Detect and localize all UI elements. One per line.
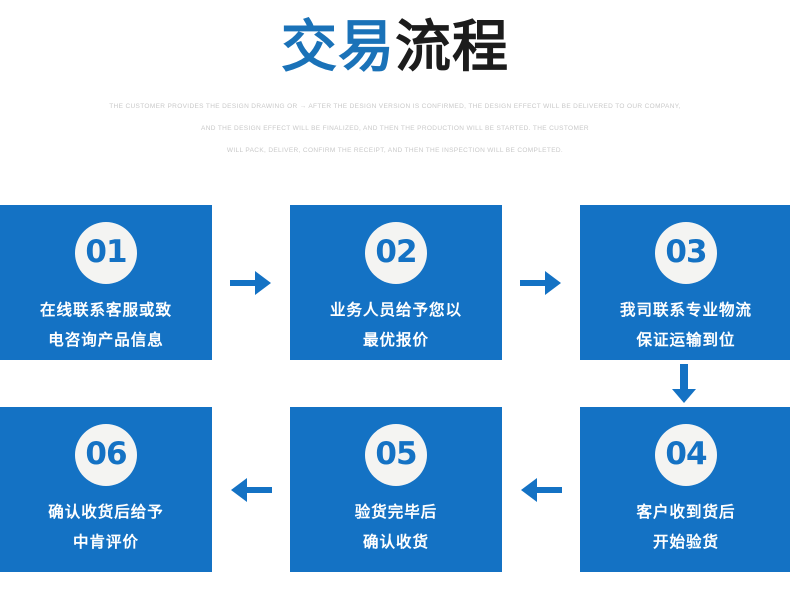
step-text-04: 客户收到货后 开始验货 xyxy=(580,497,790,557)
step-number-05: 05 xyxy=(375,435,417,472)
step-card-04[interactable]: 04 客户收到货后 开始验货 xyxy=(580,407,790,572)
step-badge-05: 05 xyxy=(365,424,427,486)
arrow-right-01-to-02 xyxy=(212,205,290,360)
step-text-02-line1: 业务人员给予您以 xyxy=(329,301,462,319)
page-title-plain: 流程 xyxy=(395,15,509,80)
step-text-03-line2: 保证运输到位 xyxy=(636,331,736,349)
step-number-01: 01 xyxy=(85,233,127,270)
arrow-left-icon xyxy=(521,477,562,502)
step-text-01: 在线联系客服或致 电咨询产品信息 xyxy=(0,295,212,355)
subtitle-line-2: AND THE DESIGN EFFECT WILL BE FINALIZED,… xyxy=(201,125,589,132)
step-badge-02: 02 xyxy=(365,222,427,284)
step-text-05: 验货完毕后 确认收货 xyxy=(290,497,502,557)
arrow-right-02-to-03 xyxy=(502,205,580,360)
flow-row-bottom: 06 确认收货后给予 中肯评价 05 验货完毕后 确认收货 xyxy=(0,407,790,572)
step-badge-04: 04 xyxy=(655,424,717,486)
step-text-06: 确认收货后给予 中肯评价 xyxy=(0,497,212,557)
step-badge-03: 03 xyxy=(655,222,717,284)
step-text-05-line2: 确认收货 xyxy=(362,533,429,551)
step-text-02-line2: 最优报价 xyxy=(362,331,429,349)
arrow-down-icon xyxy=(672,363,696,403)
step-text-03: 我司联系专业物流 保证运输到位 xyxy=(580,295,790,355)
step-number-03: 03 xyxy=(665,233,707,270)
step-number-06: 06 xyxy=(85,435,127,472)
flow-diagram: 01 在线联系客服或致 电咨询产品信息 02 业务人员给予您以 最优报价 xyxy=(0,205,790,572)
step-text-01-line1: 在线联系客服或致 xyxy=(39,301,172,319)
step-text-06-line1: 确认收货后给予 xyxy=(48,503,164,521)
subtitle-line-3: WILL PACK, DELIVER, CONFIRM THE RECEIPT,… xyxy=(226,147,564,154)
page-title: 交易流程 xyxy=(0,16,790,80)
step-text-05-line1: 验货完毕后 xyxy=(354,503,438,521)
step-card-03[interactable]: 03 我司联系专业物流 保证运输到位 xyxy=(580,205,790,360)
step-number-02: 02 xyxy=(375,233,417,270)
step-text-04-line2: 开始验货 xyxy=(652,533,719,551)
step-number-04: 04 xyxy=(665,435,707,472)
step-text-01-line2: 电咨询产品信息 xyxy=(48,331,164,349)
arrow-left-04-to-05 xyxy=(502,407,580,572)
step-card-02[interactable]: 02 业务人员给予您以 最优报价 xyxy=(290,205,502,360)
header: 交易流程 THE CUSTOMER PROVIDES THE DESIGN DR… xyxy=(0,0,790,162)
arrow-left-05-to-06 xyxy=(212,407,290,572)
step-text-06-line2: 中肯评价 xyxy=(72,533,139,551)
arrow-right-icon xyxy=(520,270,561,295)
flow-row-top: 01 在线联系客服或致 电咨询产品信息 02 业务人员给予您以 最优报价 xyxy=(0,205,790,360)
subtitle-block: THE CUSTOMER PROVIDES THE DESIGN DRAWING… xyxy=(0,96,790,162)
arrow-right-icon xyxy=(230,270,271,295)
page-title-accent: 交易 xyxy=(281,15,395,80)
subtitle-line-1: THE CUSTOMER PROVIDES THE DESIGN DRAWING… xyxy=(109,103,681,110)
step-text-02: 业务人员给予您以 最优报价 xyxy=(290,295,502,355)
step-badge-06: 06 xyxy=(75,424,137,486)
step-text-04-line1: 客户收到货后 xyxy=(636,503,736,521)
step-card-05[interactable]: 05 验货完毕后 确认收货 xyxy=(290,407,502,572)
step-text-03-line1: 我司联系专业物流 xyxy=(619,301,752,319)
step-badge-01: 01 xyxy=(75,222,137,284)
step-card-01[interactable]: 01 在线联系客服或致 电咨询产品信息 xyxy=(0,205,212,360)
arrow-left-icon xyxy=(231,477,272,502)
arrow-down-03-to-04 xyxy=(578,360,790,407)
step-card-06[interactable]: 06 确认收货后给予 中肯评价 xyxy=(0,407,212,572)
